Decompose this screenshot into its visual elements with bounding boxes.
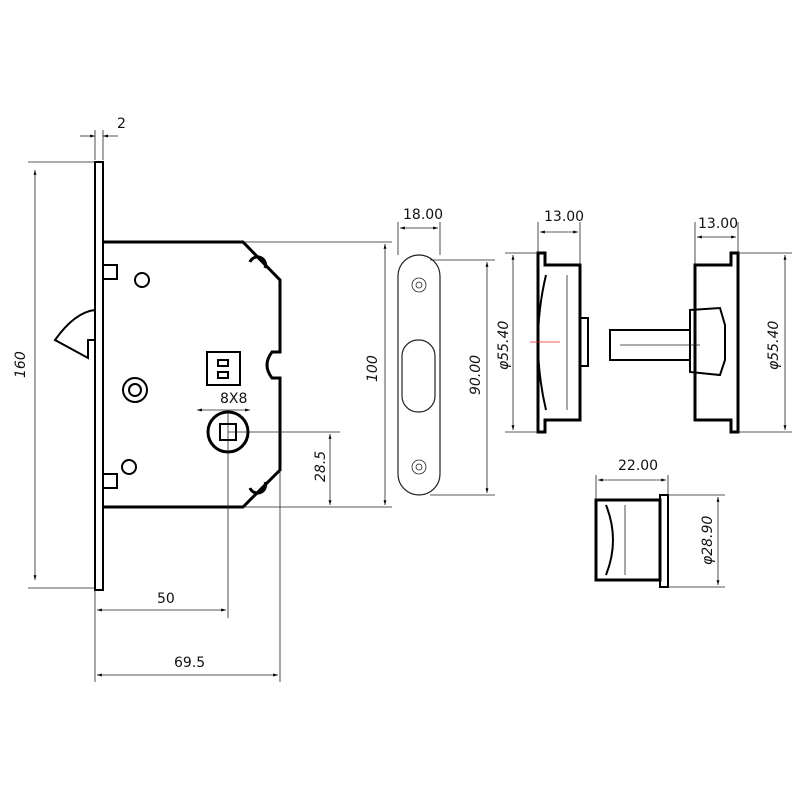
cylinder-cutout [206, 351, 241, 386]
latch-bolt [53, 308, 96, 360]
body-height-label: 100 [365, 355, 381, 382]
strike-plate: 18.00 90.00 [397, 207, 495, 496]
outer-diameter-label: φ55.40 [496, 321, 512, 370]
thumb-turn [689, 306, 726, 377]
inner-depth-label: 13.00 [698, 216, 738, 232]
cylinder-diameter-label: φ28.90 [700, 516, 716, 565]
outer-handle: 13.00 φ55.40 [496, 209, 589, 434]
width-label: 2 [117, 116, 126, 132]
spindle-label: 8X8 [220, 391, 247, 407]
backset-label: 50 [157, 591, 175, 607]
cylinder-length-label: 22.00 [618, 458, 658, 474]
inner-diameter-label: φ55.40 [766, 321, 782, 370]
offset-label: 28.5 [313, 451, 329, 482]
outer-depth-label: 13.00 [544, 209, 584, 225]
height-label: 160 [13, 351, 29, 378]
lock-body [53, 161, 282, 591]
depth-label: 69.5 [174, 655, 205, 671]
lock-dimensions: 2 160 100 28.5 8X8 50 69.5 [13, 116, 392, 682]
strike-height-label: 90.00 [468, 355, 484, 395]
strike-width-label: 18.00 [403, 207, 443, 223]
faceplate [94, 161, 104, 591]
case-outline [103, 240, 282, 509]
inner-handle: 13.00 φ55.40 [609, 216, 792, 434]
cylinder: 22.00 φ28.90 [594, 458, 725, 588]
